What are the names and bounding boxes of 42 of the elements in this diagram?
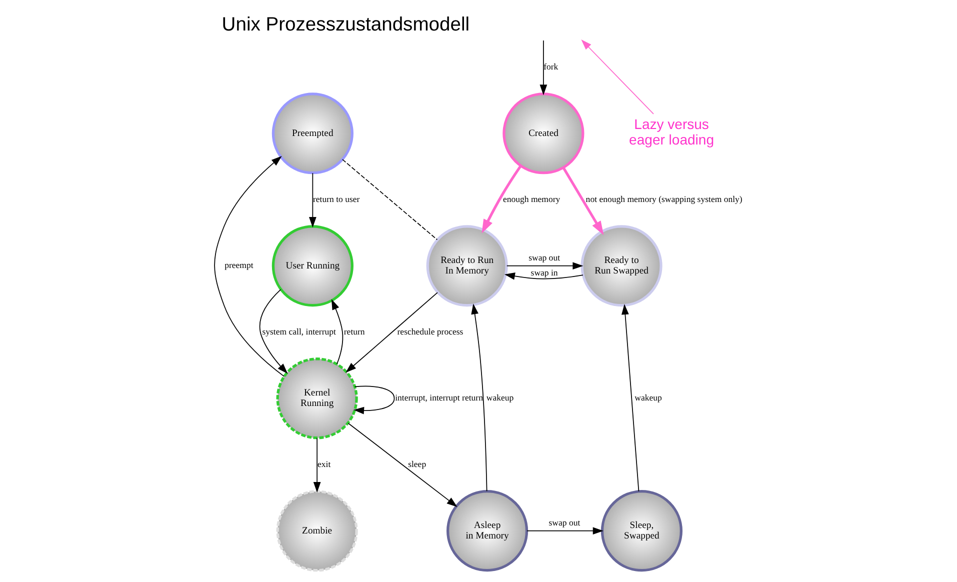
edge-label: swap out [528,252,560,263]
edge-label: return [343,326,364,336]
arrow [506,262,583,270]
node-circle: Zombie [276,490,358,572]
arrow [621,304,639,492]
node-circle: User Running [271,225,353,307]
arrow [562,166,604,236]
edge-label: interrupt, interrupt return [394,392,482,403]
arrow [481,165,522,234]
arrow [345,292,438,373]
edge-label: wakeup [486,392,514,403]
arrow [214,156,284,377]
arrow [526,527,603,535]
arrow [258,289,288,374]
edge-label: fork [543,61,558,72]
edge-label: reschedule process [396,326,463,336]
arrow [347,422,457,507]
edge-label: wakeup [634,392,662,403]
node-circle: Ready to Run In Memory [426,225,508,307]
arrow [539,40,547,96]
arrow [312,438,320,493]
arrow [580,40,654,114]
edge-label: return to user [312,194,360,204]
edge-label: swap out [548,518,580,528]
edge-label: not enough memory (swapping system only) [585,194,742,204]
edge-label: preempt [224,260,253,270]
edge-label: exit [317,458,330,469]
edge-label: sleep [408,458,426,469]
node-circle: Sleep, Swapped [600,490,682,572]
connector [342,159,438,240]
node-circle: Ready to Run Swapped [580,225,662,307]
diagram-title: Unix Prozesszustandsmodell [221,14,470,36]
arrow [470,304,487,492]
arrow [330,299,343,364]
arrow [308,172,316,228]
edge-label: enough memory [502,194,560,204]
edge-label: system call, interrupt [262,326,336,336]
node-circle: Created [502,92,584,174]
node-text: Lazy versus eager loading [628,116,714,148]
arrow [352,386,394,414]
edge-label: swap in [530,268,558,278]
arrow [504,272,583,280]
